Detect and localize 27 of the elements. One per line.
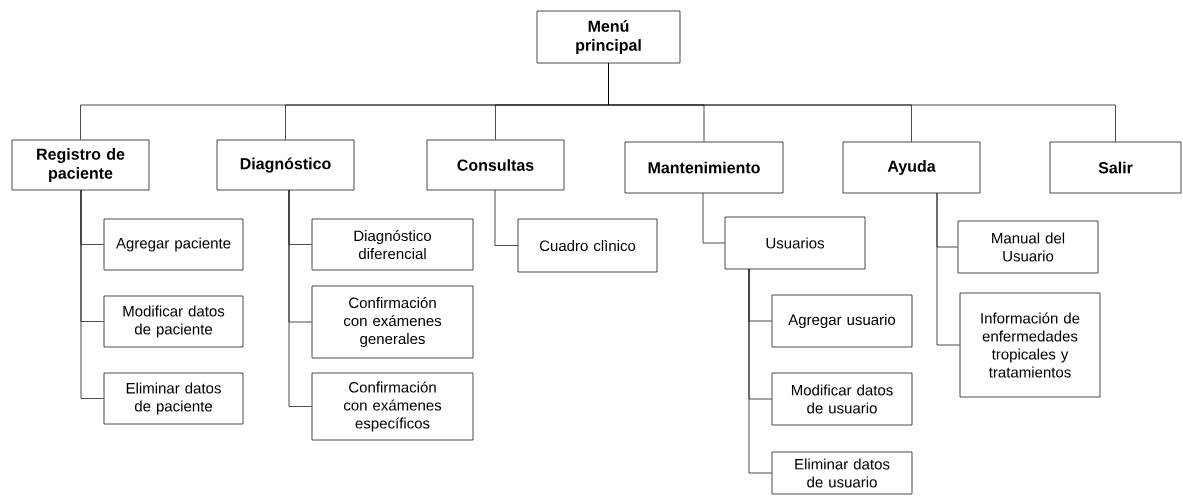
menu-box: Registro de paciente	[11, 139, 150, 191]
menu-box: Menú principal	[536, 10, 681, 64]
submenu-box: Información de enfermedades tropicales y tratamientos	[959, 292, 1101, 398]
connector-line	[936, 192, 960, 346]
submenu-box: Diagnóstico diferencial	[311, 218, 474, 271]
menu-box: Mantenimiento	[624, 141, 784, 194]
submenu-box: Agregar usuario	[771, 294, 913, 348]
connector-line	[608, 63, 1116, 142]
connector-line	[748, 268, 772, 474]
submenu-box: Confirmación con exámenes generales	[311, 285, 474, 359]
submenu-box: Eliminar datos de usuario	[771, 451, 913, 495]
connector-line	[288, 189, 312, 407]
submenu-box: Confirmación con exámenes específicos	[311, 372, 474, 441]
submenu-box: Modificar datos de paciente	[103, 295, 244, 348]
submenu-box: Agregar paciente	[103, 218, 244, 271]
connector-line	[80, 189, 104, 399]
connector-line	[494, 189, 518, 246]
menu-box: Consultas	[426, 139, 565, 191]
connector-line	[702, 192, 725, 244]
submenu-box: Modificar datos de usuario	[771, 372, 913, 426]
submenu-box: Usuarios	[724, 216, 866, 270]
menu-box: Diagnóstico	[216, 139, 355, 191]
submenu-box: Cuadro clìnico	[517, 218, 658, 273]
menu-box: Ayuda	[842, 141, 981, 194]
menu-box: Salir	[1049, 141, 1182, 194]
submenu-box: Manual del Usuario	[957, 220, 1099, 274]
submenu-box: Eliminar datos de paciente	[103, 372, 244, 425]
